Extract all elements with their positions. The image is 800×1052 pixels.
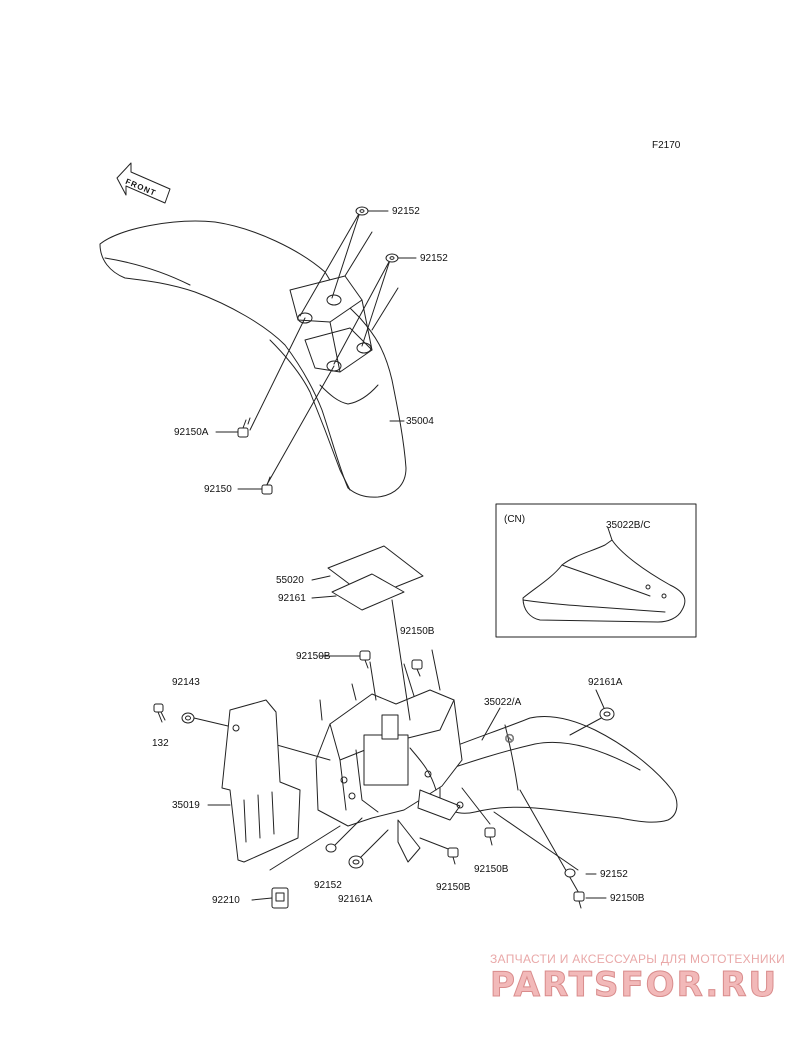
bolt-92150B-icon — [412, 660, 422, 676]
part-callout-92210: 92210 — [212, 895, 240, 906]
sheet-55020 — [312, 546, 423, 610]
cn-variant-label: (CN) — [504, 514, 526, 525]
clip-nut-92210-icon — [272, 888, 288, 908]
part-callout-92152: 92152 — [314, 880, 342, 891]
svg-text:🛇: 🛇 — [505, 734, 514, 744]
part-callout-92152: 92152 — [600, 869, 628, 880]
cn-inset-box — [496, 504, 696, 637]
washer-92152-icon — [326, 844, 336, 852]
part-callout-92150B: 92150B — [610, 893, 645, 904]
part-callout-92150B: 92150B — [296, 651, 331, 662]
bolt-92150B-icon — [574, 892, 584, 908]
watermark-logo: PARTSFOR.RU — [489, 965, 779, 1006]
part-callout-35019: 35019 — [172, 800, 200, 811]
bolt-92150B-icon — [448, 848, 458, 864]
front-fender-35004 — [100, 212, 406, 497]
part-callout-132: 132 — [152, 738, 169, 749]
watermark-tagline: ЗАПЧАСТИ И АКСЕССУАРЫ ДЛЯ МОТОТЕХНИКИ — [490, 952, 786, 966]
part-callout-92150B: 92150B — [436, 882, 471, 893]
part-callout-35004: 35004 — [406, 416, 434, 427]
part-callout-92143: 92143 — [172, 677, 200, 688]
callout-leaders — [194, 211, 606, 900]
part-callout-92152: 92152 — [420, 253, 448, 264]
part-callout-92161A: 92161A — [588, 677, 623, 688]
part-callout-55020: 55020 — [276, 575, 304, 586]
bolt-92150-icon — [262, 477, 272, 494]
rear-fender-35022: 🛇 — [440, 717, 677, 823]
front-arrow-icon — [117, 163, 170, 203]
part-callout-92152: 92152 — [392, 206, 420, 217]
nut-92143-icon — [182, 713, 194, 723]
bolt-92150B-icon — [485, 828, 495, 845]
part-callout-92150A: 92150A — [174, 427, 209, 438]
mud-flap-35019 — [222, 700, 300, 862]
part-callout-92150B: 92150B — [474, 864, 509, 875]
nut-92161A-icon — [349, 856, 363, 868]
washer-92152-icon — [565, 869, 575, 877]
part-callout-92150: 92150 — [204, 484, 232, 495]
part-callout-35022BC: 35022B/C — [606, 520, 651, 531]
nut-92161A-icon — [600, 708, 614, 720]
figure-code: F2170 — [652, 140, 681, 151]
bolt-92150A-icon — [238, 418, 250, 437]
part-callout-92161: 92161 — [278, 593, 306, 604]
washer-92152-icon — [386, 254, 398, 262]
part-callout-92161A: 92161A — [338, 894, 373, 905]
bolt-132-icon — [154, 704, 165, 722]
part-callout-35022A: 35022/A — [484, 697, 522, 708]
bolt-92150B-icon — [360, 651, 370, 668]
washer-92152-icon — [356, 207, 368, 215]
part-callout-92150B: 92150B — [400, 626, 435, 637]
